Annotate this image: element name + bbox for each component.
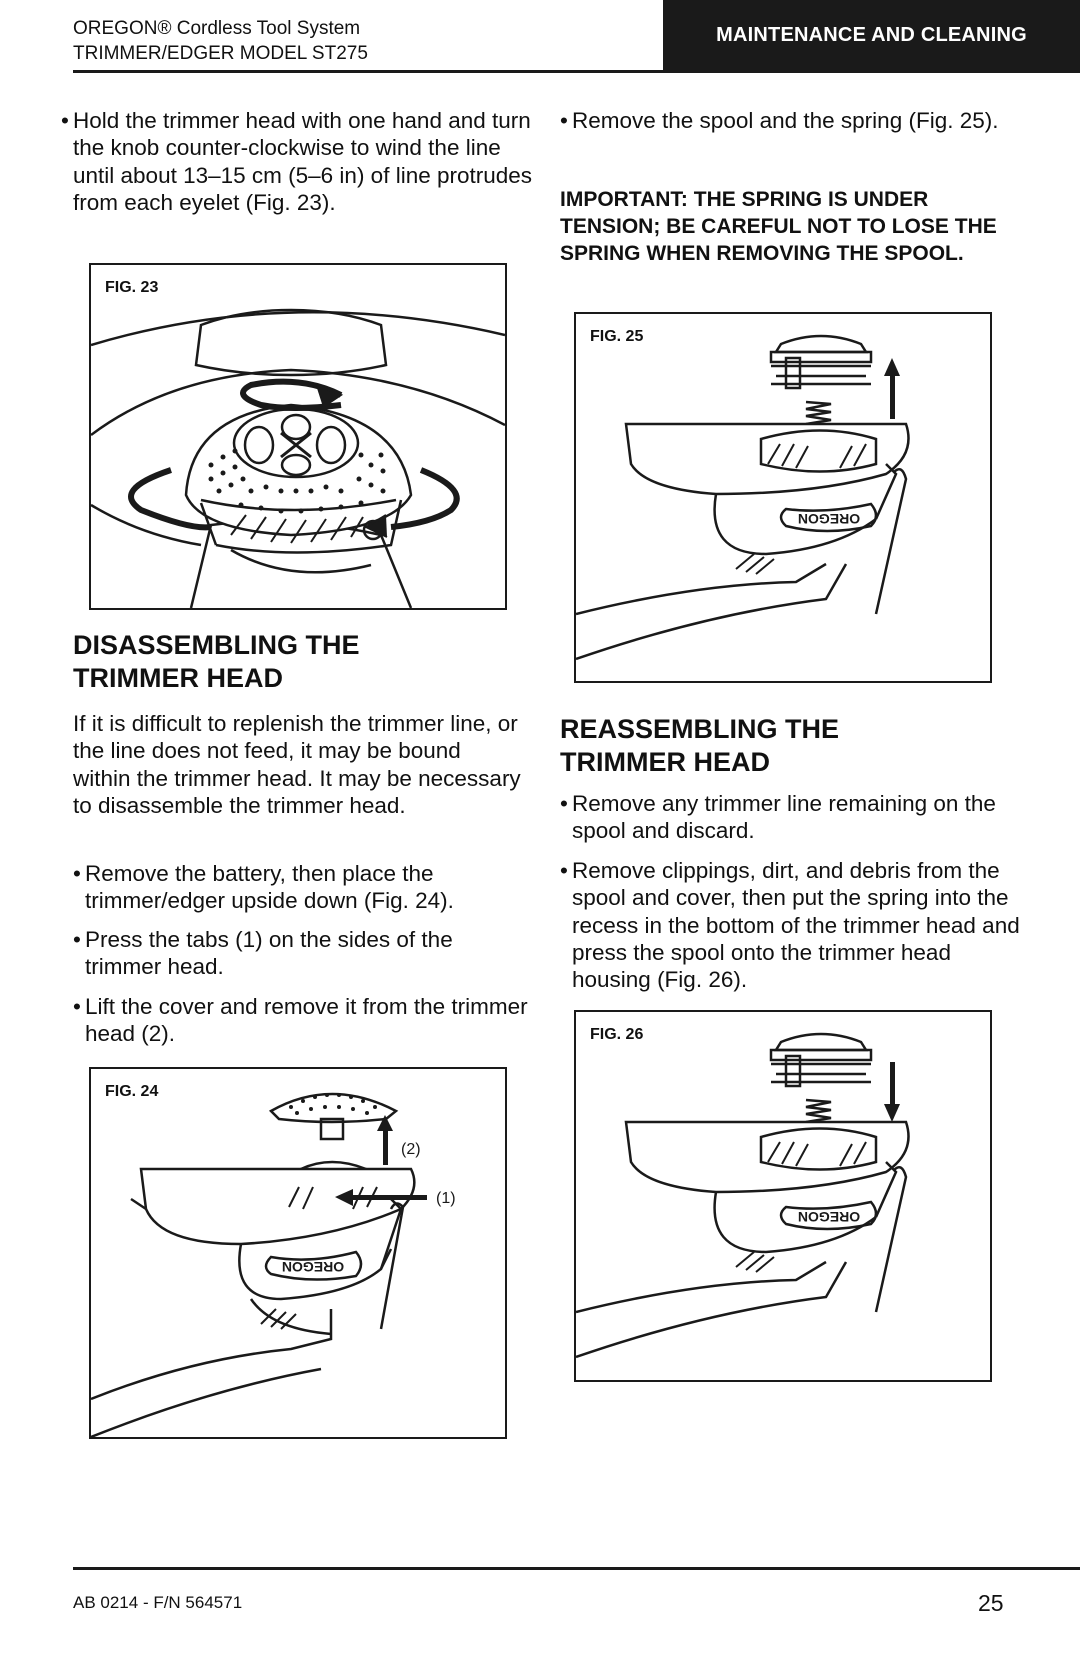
trimmer-head-disassembly-illustration: OREGON (2) (1) [91, 1092, 456, 1437]
spool-spring-removal-illustration: OREGON [576, 334, 910, 661]
product-line: OREGON® Cordless Tool System [73, 18, 361, 39]
model-line: TRIMMER/EDGER MODEL ST275 [73, 43, 368, 64]
callout-label-1: (1) [436, 1190, 456, 1207]
bullet-text: Lift the cover and remove it from the tr… [85, 994, 528, 1047]
section-heading-disassembling: DISASSEMBLING THE TRIMMER HEAD [73, 630, 360, 693]
header-divider [73, 70, 1080, 73]
figure-24: FIG. 24 [89, 1067, 507, 1439]
bullet-dot: • [560, 858, 568, 883]
trimmer-head-winding-illustration [91, 308, 505, 608]
bullet-text: Remove clippings, dirt, and debris from … [572, 858, 1020, 993]
bullet-dot: • [61, 108, 69, 133]
footer-divider [73, 1567, 1080, 1570]
important-notice: IMPORTANT: THE SPRING IS UNDER TENSION; … [560, 188, 997, 265]
list-item: • Press the tabs (1) on the sides of the… [73, 926, 535, 981]
list-item: • Hold the trimmer head with one hand an… [61, 107, 535, 216]
document-header: OREGON® Cordless Tool System TRIMMER/EDG… [73, 16, 368, 66]
bullet-dot: • [73, 994, 81, 1019]
spool-spring-reassembly-illustration: OREGON [576, 1032, 910, 1359]
oregon-logo: OREGON [798, 1209, 860, 1225]
list-item: • Lift the cover and remove it from the … [73, 993, 535, 1048]
oregon-logo: OREGON [798, 511, 860, 527]
document-code: AB 0214 - F/N 564571 [73, 1593, 243, 1612]
bullet-text: Hold the trimmer head with one hand and … [73, 108, 533, 215]
figure-25: FIG. 25 OREGON [574, 312, 992, 683]
list-item: • Remove the battery, then place the tri… [73, 860, 535, 915]
bullet-dot: • [73, 861, 81, 886]
bullet-text: Remove the spool and the spring (Fig. 25… [572, 108, 999, 133]
figure-label: FIG. 24 [105, 1083, 159, 1100]
section-tab: MAINTENANCE AND CLEANING [663, 0, 1080, 70]
callout-label-2: (2) [401, 1141, 421, 1158]
page-number: 25 [978, 1590, 1004, 1616]
bullet-dot: • [560, 791, 568, 816]
figure-label: FIG. 26 [590, 1026, 644, 1043]
oregon-logo: OREGON [282, 1259, 344, 1275]
bullet-dot: • [560, 108, 568, 133]
figure-23: FIG. 23 [89, 263, 507, 610]
section-heading-reassembling: REASSEMBLING THE TRIMMER HEAD [560, 714, 840, 777]
bullet-dot: • [73, 927, 81, 952]
bullet-text: Remove any trimmer line remaining on the… [572, 791, 996, 844]
figure-26: FIG. 26 OREGON [574, 1010, 992, 1382]
figure-label: FIG. 25 [590, 328, 644, 345]
bullet-text: Remove the battery, then place the trimm… [85, 861, 454, 914]
bullet-text: Press the tabs (1) on the sides of the t… [85, 927, 453, 980]
list-item: • Remove the spool and the spring (Fig. … [560, 107, 1020, 134]
list-item: • Remove any trimmer line remaining on t… [560, 790, 1020, 845]
list-item: • Remove clippings, dirt, and debris fro… [560, 857, 1020, 993]
intro-paragraph: If it is difficult to replenish the trim… [73, 711, 521, 818]
figure-label: FIG. 23 [105, 279, 159, 296]
